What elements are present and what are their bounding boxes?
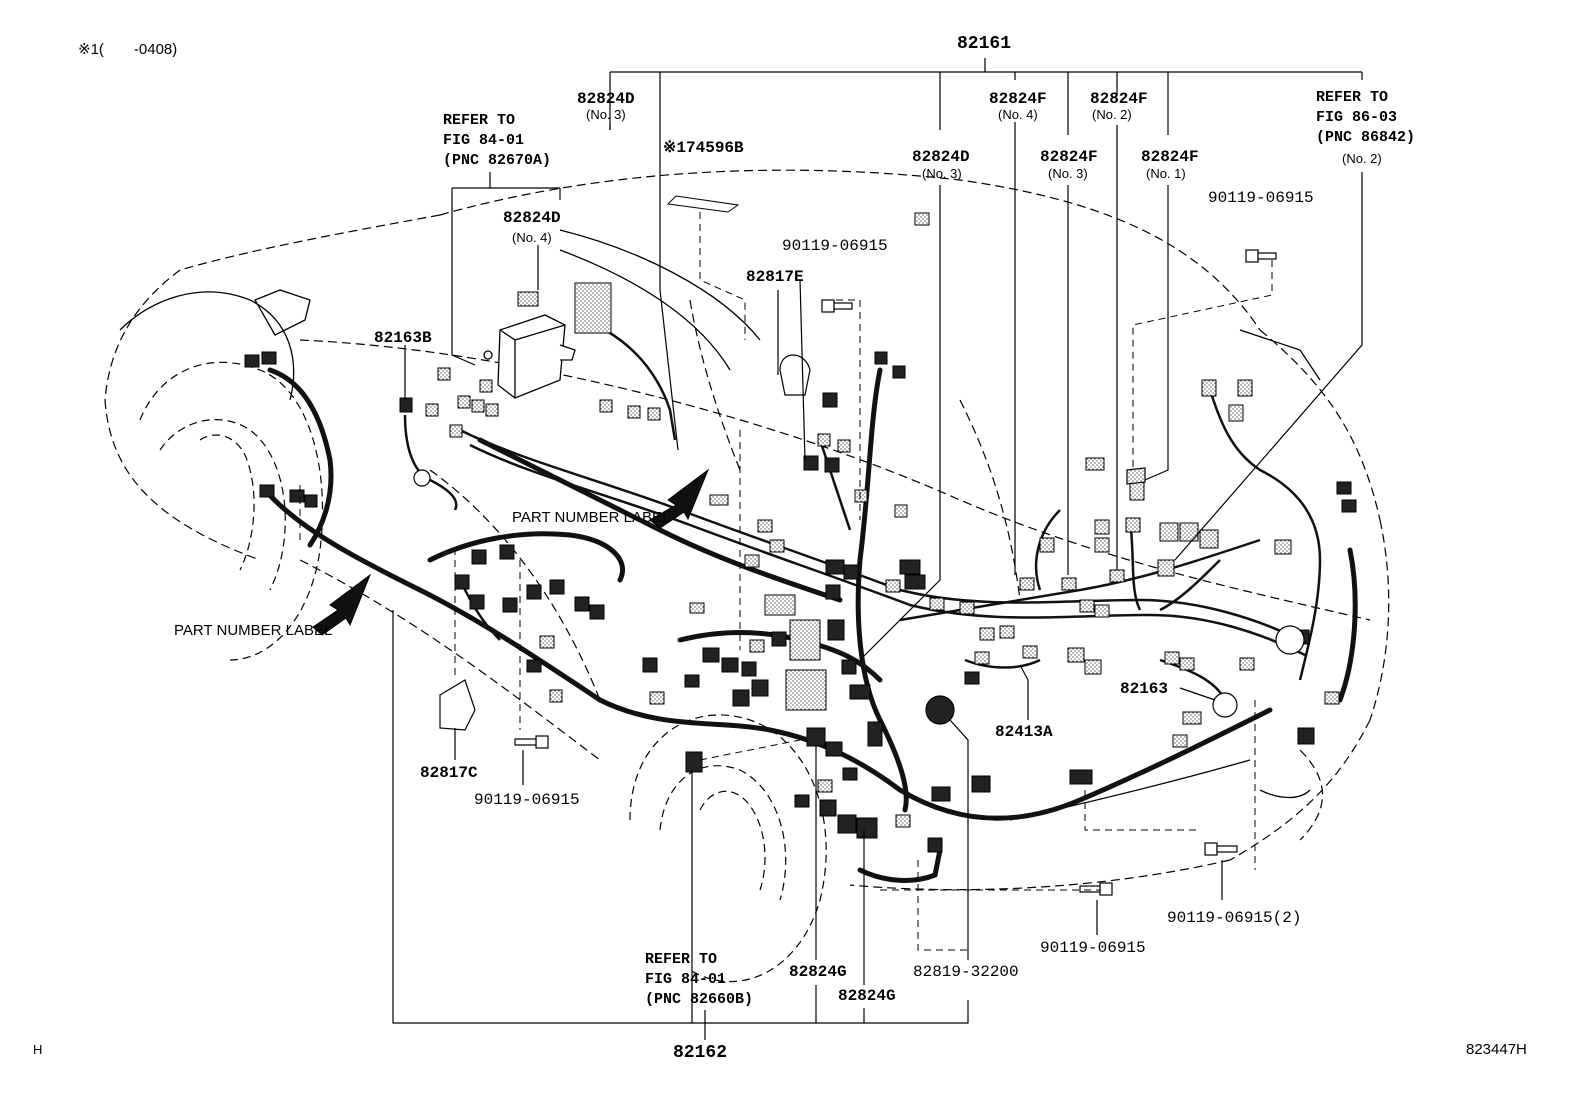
label-strip-74596B [666,195,740,213]
sensor-82817E [779,354,811,396]
grommet-82163 [1212,692,1238,718]
side-mirror [254,289,311,336]
part-82824F-no1-no: (No. 1) [1146,166,1186,181]
part-82819-32200: 82819-32200 [913,963,1019,981]
bolt-label-top-center: 90119-06915 [782,237,888,255]
part-82824D-top: 82824D [577,90,635,108]
corner-mark: H [33,1042,43,1057]
leader-lines [392,58,1363,1040]
part-82163: 82163 [1120,680,1169,698]
figure-code: 823447H [1466,1041,1527,1058]
refer-to-86842: REFER TO FIG 86-03 (PNC 86842) [1316,89,1416,146]
bolts [514,249,1277,896]
part-82824D-right: 82824D [912,148,970,166]
bolt-label-bottom-right: 90119-06915 [1040,939,1146,957]
part-82817C: 82817C [420,764,478,782]
refer-to-82660B: REFER TO FIG 84-01 (PNC 82660B) [645,951,754,1008]
bolt-icon [1204,842,1238,856]
bolt-icon [1245,249,1277,263]
part-82824F-no2: 82824F [1090,90,1148,108]
part-82824D-right-no: (No. 3) [922,166,962,181]
part-82824F-no3-no: (No. 3) [1048,166,1088,181]
part-82824F-no4-no: (No. 4) [998,107,1038,122]
part-82824D-top-no: (No. 3) [586,107,626,122]
part-82162: 82162 [673,1043,728,1063]
part-82824D-mid-no: (No. 4) [512,230,552,245]
bolt-label-bottom-right-2: 90119-06915(2) [1167,909,1302,927]
part-82824F-no1: 82824F [1141,148,1199,166]
part-82413A: 82413A [995,723,1053,741]
harness-main [262,367,1358,883]
part-number-arrow-icon [312,468,710,636]
bolt-label-top-right: 90119-06915 [1208,189,1314,207]
part-number-label-2: PART NUMBER LABEL [174,622,333,639]
part-number-label-1: PART NUMBER LABEL [512,509,671,526]
part-82824F-no4: 82824F [989,90,1047,108]
wheel-front [139,361,323,661]
grommet-82819 [925,695,955,725]
dashed-guides [299,212,1273,951]
bolt-icon [821,299,853,313]
ecu-module [483,314,576,399]
part-82824D-mid: 82824D [503,209,561,227]
refer-to-82670A: REFER TO FIG 84-01 (PNC 82670A) [443,112,552,169]
part-82824F-no3: 82824F [1040,148,1098,166]
sensor-82817C [439,679,476,731]
part-82161: 82161 [957,34,1012,54]
wheel-rear [629,714,827,983]
bolt-icon [514,735,549,749]
connectors [244,212,1357,853]
part-82824G-b: 82824G [838,987,896,1005]
footnote-note: ※1( -0408) [78,41,178,58]
bolt-icon [1079,882,1113,896]
part-82824G-a: 82824G [789,963,847,981]
part-82163B: 82163B [374,329,432,347]
part-74596B: ※174596B [663,139,744,157]
bolt-label-left: 90119-06915 [474,791,580,809]
refer-to-86842-no: (No. 2) [1342,151,1382,166]
part-82824F-no2-no: (No. 2) [1092,107,1132,122]
car-body-outline [104,169,1390,891]
part-82817E: 82817E [746,268,804,286]
